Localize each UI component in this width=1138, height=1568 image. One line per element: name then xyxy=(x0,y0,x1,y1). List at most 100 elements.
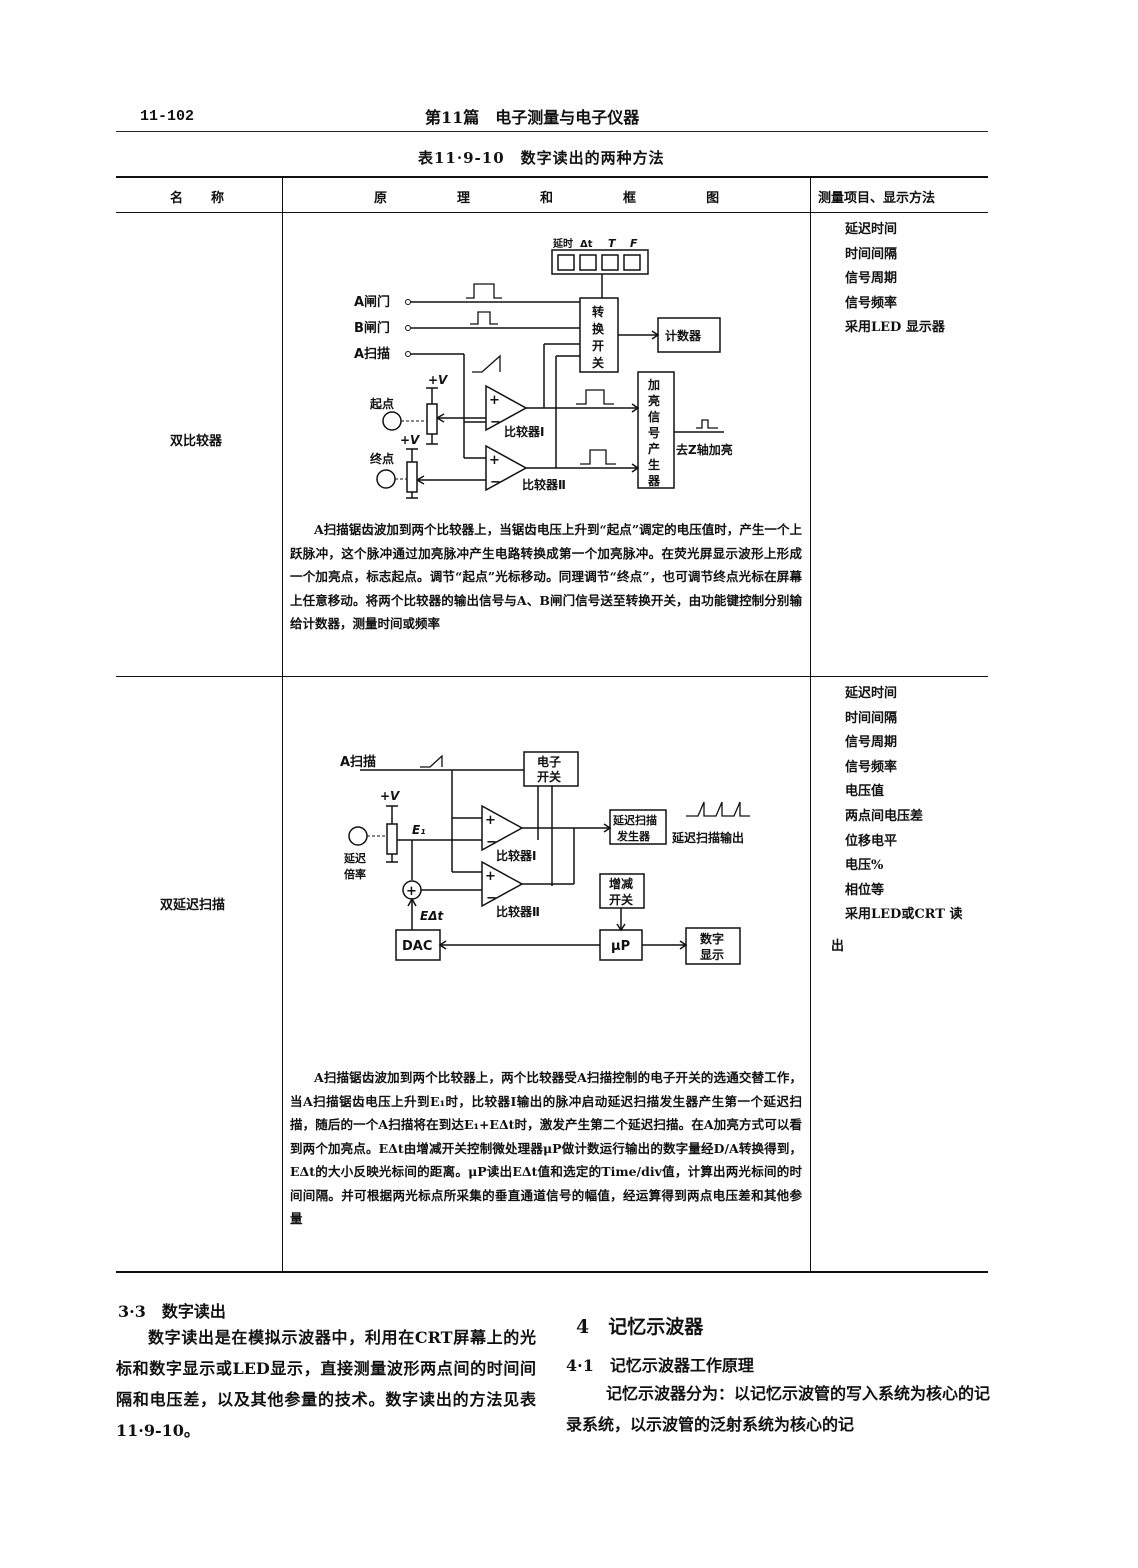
counter-label: 计数器 xyxy=(665,328,702,343)
comparator-1-plus: + xyxy=(485,813,496,828)
comparator-1-symbol xyxy=(481,804,524,852)
b-gate-label: B闸门 xyxy=(354,320,390,336)
delay-output-waveform-icon xyxy=(686,801,750,817)
arrow-icon xyxy=(438,940,447,950)
table-bottom-rule xyxy=(116,1271,988,1273)
delay-rate-label: 倍率 xyxy=(344,867,366,881)
comparator-1-symbol xyxy=(485,384,528,432)
section-3-3-title: 3·3 数字读出 xyxy=(118,1302,226,1321)
b-gate-terminal xyxy=(405,325,411,331)
measurement-item: 电压% xyxy=(845,858,884,874)
column-header-principle-part: 和 xyxy=(540,191,554,206)
measurement-item: 信号频率 xyxy=(845,759,898,775)
column-header-principle-part: 原 xyxy=(374,191,388,206)
row-description-dual-delay-sweep: A扫描锯齿波加到两个比较器上，两个比较器受A扫描控制的电子开关的选通交替工作，当… xyxy=(290,1070,802,1226)
arrow-icon xyxy=(679,940,688,950)
brighten-label: 产 xyxy=(648,441,660,456)
readout-label-t: T xyxy=(608,237,617,250)
switch-label: 转 xyxy=(592,304,604,319)
readout-digit xyxy=(557,254,575,271)
delay-potentiometer xyxy=(386,823,398,855)
switch-label: 换 xyxy=(592,321,605,336)
readout-digit xyxy=(623,254,641,271)
measurement-item: 时间间隔 xyxy=(845,710,898,726)
table-header-rule xyxy=(116,212,988,213)
row-description-dual-comparator: A扫描锯齿波加到两个比较器上，当锯齿电压上升到“起点”调定的电压值时，产生一个上… xyxy=(290,522,802,631)
readout-label-f: F xyxy=(630,237,638,250)
section-4-1-body: 记忆示波器分为：以记忆示波管的写入系统为核心的记录系统，以示波管的泛射系统为核心… xyxy=(566,1384,991,1434)
measurement-item: 相位等 xyxy=(845,882,885,898)
b-gate-pulse-icon xyxy=(470,311,498,325)
measurement-item: 延迟时间 xyxy=(845,686,898,701)
measurement-item: 信号频率 xyxy=(845,295,898,311)
e1-label: E₁ xyxy=(412,823,425,837)
comparator-2-pulse-icon xyxy=(580,449,616,465)
dual-comparator-diagram: 延时 Δt T F 转 换 开 关 计数器 A闸门 B闸门 A扫描 + − 比较… xyxy=(354,237,733,499)
delay-generator-label: 发生器 xyxy=(616,829,651,843)
measurement-item: 位移电平 xyxy=(845,833,898,849)
e-delta-label: EΔt xyxy=(420,909,444,923)
electronic-switch-block xyxy=(523,751,579,787)
inc-dec-label: 开关 xyxy=(609,892,633,907)
switch-label: 开 xyxy=(592,339,604,353)
inc-dec-label: 增减 xyxy=(609,876,633,891)
table-row-divider xyxy=(116,676,988,677)
sawtooth-icon xyxy=(420,754,443,768)
brighten-label: 生 xyxy=(648,457,660,472)
comparator-2-minus: − xyxy=(486,891,497,906)
column-divider-2 xyxy=(810,176,811,1272)
brighten-label: 号 xyxy=(648,425,660,440)
to-z-axis-label: 去Z轴加亮 xyxy=(676,442,733,457)
wiper-arrow-icon xyxy=(416,475,425,485)
table-top-rule xyxy=(116,176,988,178)
end-knob-icon xyxy=(376,469,396,489)
comparator-2-plus: + xyxy=(489,453,500,468)
digital-display-label: 数字 xyxy=(700,931,724,946)
measurement-item: 延迟时间 xyxy=(845,222,898,237)
wiper-arrow-icon xyxy=(436,413,445,423)
z-axis-pulse-icon xyxy=(696,419,718,429)
measurement-item: 采用LED 显示器 xyxy=(845,320,945,336)
brighten-label: 信 xyxy=(648,409,660,424)
comparator-1-plus: + xyxy=(489,393,500,408)
electronic-switch-label: 电子 xyxy=(537,754,561,769)
comparator-1-pulse-icon xyxy=(576,389,614,405)
start-knob-icon xyxy=(382,411,402,431)
column-divider-1 xyxy=(282,176,283,1272)
a-sweep-label: A扫描 xyxy=(340,754,376,770)
digital-display-label: 显示 xyxy=(700,948,724,962)
brighten-label: 器 xyxy=(647,474,661,488)
end-potentiometer xyxy=(406,461,418,493)
brighten-label: 亮 xyxy=(648,393,660,408)
delay-output-label: 延迟扫描输出 xyxy=(671,830,744,845)
comparator-2-symbol xyxy=(481,860,524,908)
measurement-item: 信号周期 xyxy=(845,735,898,751)
brighten-label: 加 xyxy=(647,377,660,392)
header-rule xyxy=(116,131,988,132)
a-gate-label: A闸门 xyxy=(354,294,390,310)
delay-rate-label: 延迟 xyxy=(343,851,366,865)
arrow-icon xyxy=(407,897,417,907)
dac-label: DAC xyxy=(402,939,432,954)
inc-dec-switch-block xyxy=(599,873,645,909)
a-sweep-terminal xyxy=(405,351,411,357)
comparator-2-minus: − xyxy=(490,475,501,490)
comparator-1-label: 比较器Ⅰ xyxy=(504,424,544,439)
page-number: 11-102 xyxy=(140,108,195,125)
measurement-list-dual-comparator: 延迟时间 时间间隔 信号周期 信号频率 采用LED 显示器 xyxy=(845,218,945,341)
comparator-1-label: 比较器Ⅰ xyxy=(496,848,536,863)
section-3-3-body: 数字读出是在模拟示波器中，利用在CRT屏幕上的光标和数字显示或LED显示，直接测… xyxy=(116,1328,536,1440)
a-gate-pulse-icon xyxy=(466,283,502,299)
start-potentiometer xyxy=(426,403,438,435)
row-name-dual-comparator: 双比较器 xyxy=(170,434,223,449)
comparator-2-label: 比较器Ⅱ xyxy=(496,904,540,919)
a-gate-terminal xyxy=(405,299,411,305)
delay-knob-icon xyxy=(348,826,368,846)
readout-label-dt: Δt xyxy=(580,239,593,250)
comparator-2-plus: + xyxy=(485,869,496,884)
electronic-switch-label: 开关 xyxy=(537,769,561,784)
arrow-icon xyxy=(651,330,660,340)
delay-generator-label: 延迟扫描 xyxy=(612,813,657,827)
delay-generator-block xyxy=(609,809,667,845)
comparator-2-symbol xyxy=(485,444,528,492)
